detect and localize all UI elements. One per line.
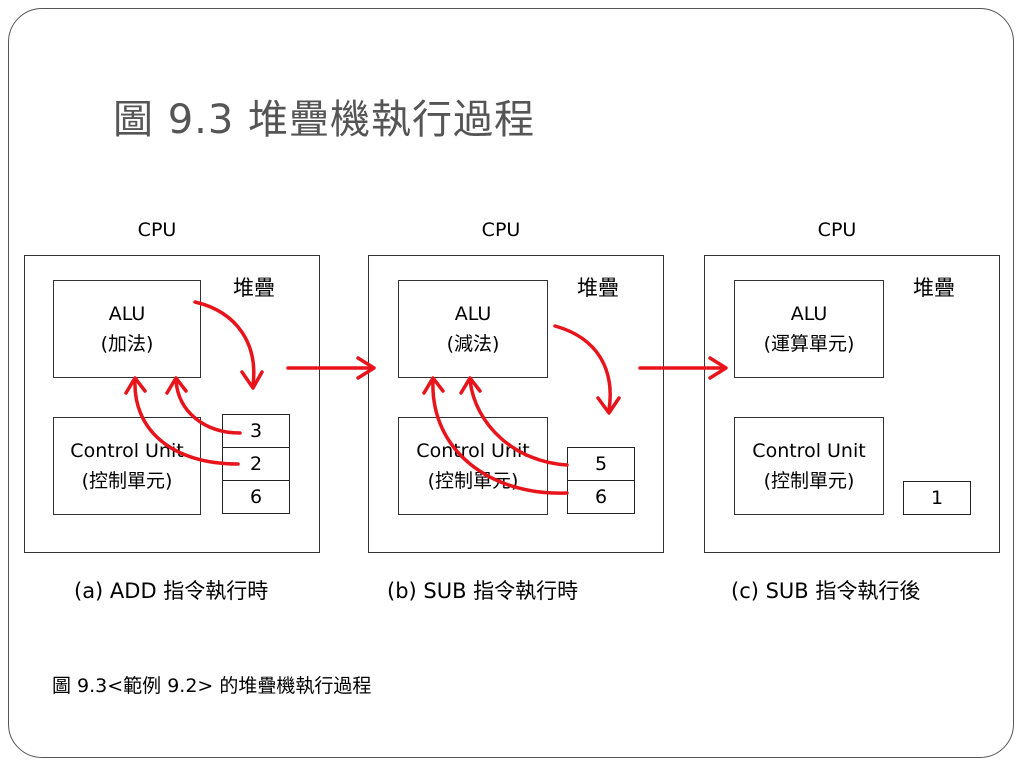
control-unit-box-a: Control Unit (控制單元) (53, 417, 201, 515)
cpu-label-a: CPU (137, 219, 177, 241)
stack-cell-b-1: 5 (567, 447, 635, 481)
cu-subtitle-a: (控制單元) (81, 470, 173, 492)
caption-b: (b) SUB 指令執行時 (387, 579, 579, 603)
cu-title-b: Control Unit (416, 440, 530, 462)
stack-label-c: 堆疊 (913, 276, 955, 300)
cpu-label-b: CPU (481, 219, 521, 241)
alu-box-c: ALU (運算單元) (734, 280, 884, 378)
control-unit-box-b: Control Unit (控制單元) (398, 417, 548, 515)
alu-title-b: ALU (454, 303, 492, 325)
stack-label-b: 堆疊 (577, 276, 619, 300)
cu-subtitle-b: (控制單元) (427, 470, 519, 492)
cu-subtitle-c: (控制單元) (763, 470, 855, 492)
cu-title-c: Control Unit (752, 440, 866, 462)
cpu-label-c: CPU (817, 219, 857, 241)
stack-cell-a-3: 6 (222, 480, 290, 514)
cu-title-a: Control Unit (70, 440, 184, 462)
alu-function-b: (減法) (446, 333, 500, 355)
cpu-box-c: 堆疊 ALU (運算單元) Control Unit (控制單元) (704, 255, 1000, 553)
alu-title-c: ALU (790, 303, 828, 325)
slide-title: 圖 9.3 堆疊機執行過程 (113, 97, 536, 143)
stack-cell-a-1: 3 (222, 414, 290, 448)
alu-box-a: ALU (加法) (53, 280, 201, 378)
slide-frame (8, 8, 1014, 758)
caption-a: (a) ADD 指令執行時 (74, 579, 269, 603)
stack-cell-a-2: 2 (222, 447, 290, 481)
caption-c: (c) SUB 指令執行後 (731, 579, 921, 603)
alu-box-b: ALU (減法) (398, 280, 548, 378)
stack-label-a: 堆疊 (233, 276, 275, 300)
alu-function-c: (運算單元) (763, 333, 855, 355)
figure-footnote: 圖 9.3<範例 9.2> 的堆疊機執行過程 (52, 675, 372, 697)
stack-cell-b-2: 6 (567, 480, 635, 514)
control-unit-box-c: Control Unit (控制單元) (734, 417, 884, 515)
alu-title-a: ALU (108, 303, 146, 325)
stack-cell-c-1: 1 (903, 481, 971, 515)
alu-function-a: (加法) (100, 333, 154, 355)
